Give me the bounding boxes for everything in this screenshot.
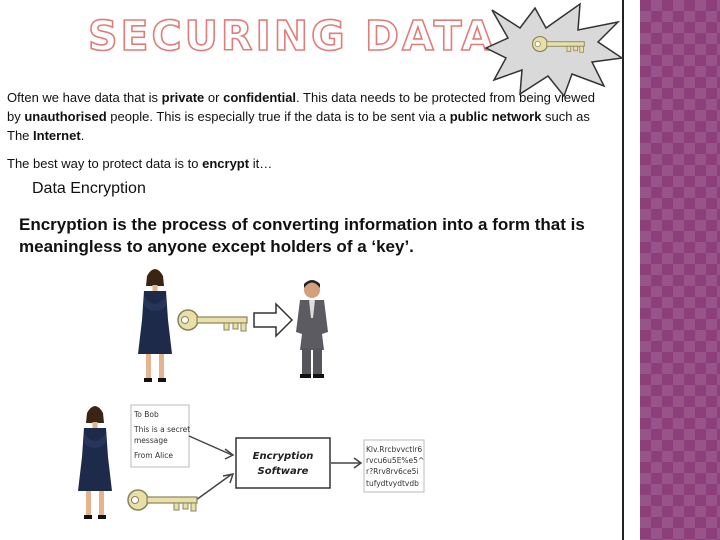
key-icon — [127, 489, 198, 512]
plaintext-message-box: To Bob This is a secret message From Ali… — [130, 404, 190, 468]
cipher-line: rvcu6u5E%e5^ — [366, 456, 424, 465]
cipher-line: Klv.Rrcbvvctlr6 — [366, 445, 422, 454]
subheading: Data Encryption — [32, 180, 146, 197]
sidebar-divider — [622, 0, 624, 540]
message-line: From Alice — [134, 451, 173, 460]
message-line: message — [134, 436, 168, 445]
definition: Encryption is the process of converting … — [19, 215, 585, 256]
flow-arrows — [188, 435, 363, 501]
software-label-line: Encryption — [253, 451, 314, 462]
starburst-key-icon — [484, 2, 625, 98]
arrow-icon — [253, 302, 294, 338]
illustrations: To Bob This is a secret message From Ali… — [78, 2, 625, 519]
decorative-sidebar — [640, 0, 720, 540]
message-line: To Bob — [133, 410, 159, 419]
software-label-line: Software — [258, 466, 309, 477]
intro-paragraph: Often we have data that is private or co… — [7, 90, 595, 143]
message-line: This is a secret — [133, 425, 190, 434]
alice-figure-bottom — [78, 406, 112, 519]
cipher-line: r?Rrv8rv6ce5i — [366, 467, 418, 476]
key-icon — [177, 309, 248, 332]
slide-title: SECURING DATA — [87, 11, 497, 61]
best-way-paragraph: The best way to protect data is to encry… — [7, 156, 273, 171]
ciphertext-box: Klv.Rrcbvvctlr6 rvcu6u5E%e5^ r?Rrv8rv6ce… — [363, 439, 425, 493]
cipher-line: tufydtvydtvdb — [366, 479, 419, 488]
encryption-software-box: Encryption Software — [235, 437, 331, 489]
bob-figure — [296, 280, 328, 378]
alice-figure-top — [138, 269, 172, 382]
